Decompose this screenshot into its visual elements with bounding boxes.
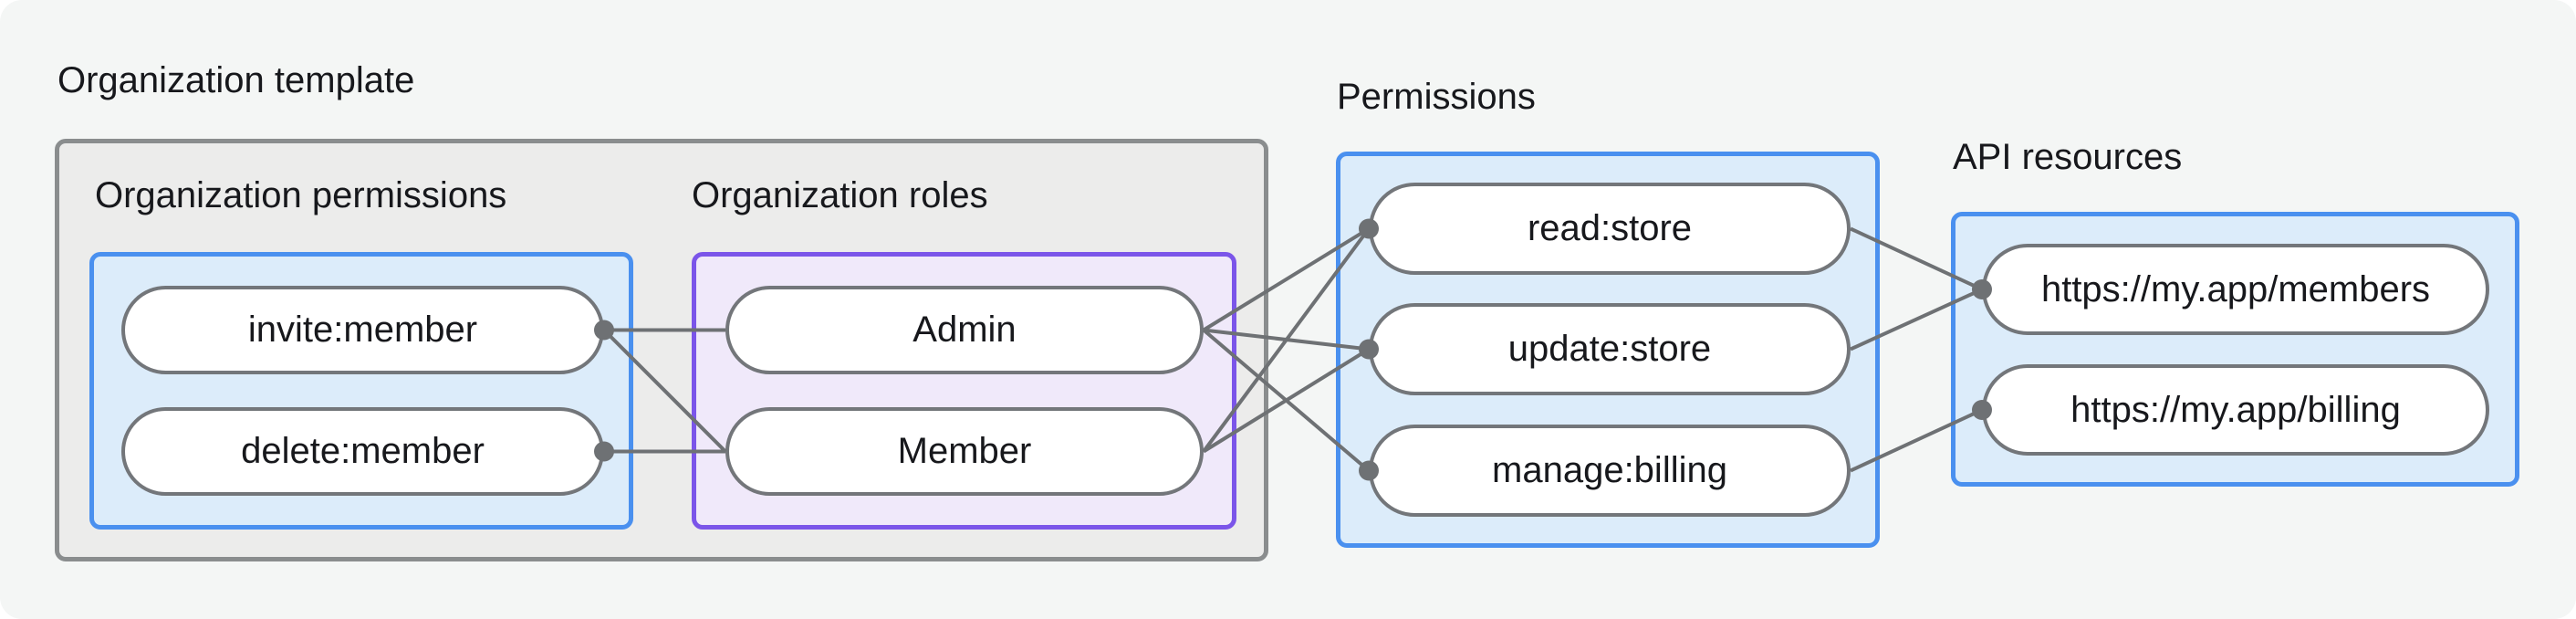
node-update-store: update:store [1369,303,1851,395]
node-api-billing: https://my.app/billing [1982,364,2489,456]
api-resources-label: API resources [1953,137,2183,177]
permissions-label: Permissions [1337,77,1536,117]
node-delete-member: delete:member [121,407,604,496]
node-manage-billing: manage:billing [1369,425,1851,517]
node-member: Member [725,407,1204,496]
node-api-members: https://my.app/members [1982,244,2489,335]
node-invite-member: invite:member [121,286,604,374]
org-permissions-heading: Organization permissions [95,175,507,215]
node-read-store: read:store [1369,183,1851,275]
org-template-label: Organization template [57,60,415,100]
node-admin: Admin [725,286,1204,374]
org-roles-heading: Organization roles [692,175,988,215]
